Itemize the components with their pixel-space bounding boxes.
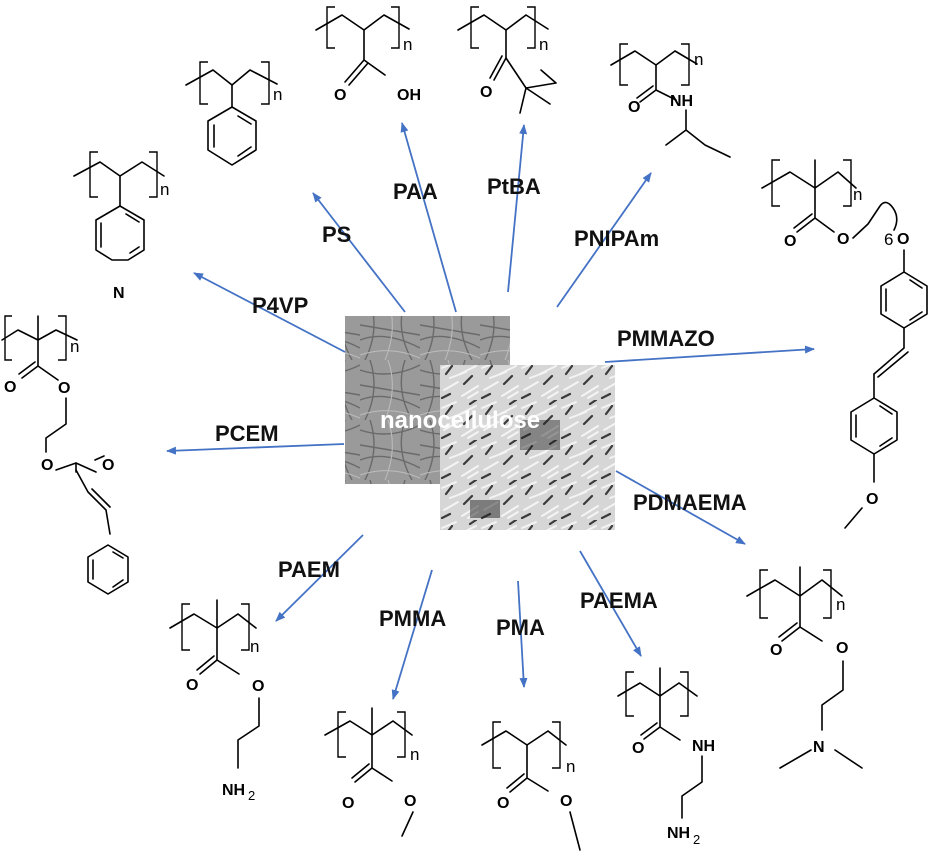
label-ptba: PtBA bbox=[487, 174, 541, 199]
svg-text:O: O bbox=[497, 795, 509, 812]
label-ps: PS bbox=[322, 222, 351, 247]
svg-text:O: O bbox=[480, 84, 492, 101]
svg-text:O: O bbox=[58, 380, 70, 397]
arrow-ps bbox=[312, 192, 406, 313]
svg-text:O: O bbox=[252, 678, 264, 695]
svg-text:O: O bbox=[4, 379, 16, 396]
label-pcem: PCEM bbox=[215, 421, 279, 446]
arrow-pcem bbox=[166, 443, 345, 455]
svg-text:n: n bbox=[694, 50, 703, 69]
label-paema: PAEMA bbox=[580, 588, 658, 613]
svg-text:2: 2 bbox=[693, 832, 700, 847]
structure-pcem: n O O O O bbox=[1, 315, 129, 595]
svg-text:O: O bbox=[632, 740, 644, 757]
svg-text:2: 2 bbox=[248, 788, 255, 803]
svg-text:O: O bbox=[342, 795, 354, 812]
arrow-pmmazo bbox=[604, 345, 815, 363]
arrow-pdmaema bbox=[615, 470, 746, 545]
svg-text:OH: OH bbox=[397, 87, 421, 104]
svg-text:O: O bbox=[770, 642, 782, 659]
svg-text:n: n bbox=[853, 185, 862, 204]
svg-text:n: n bbox=[566, 757, 575, 776]
center-micrographs: nanocellulose bbox=[345, 316, 615, 530]
svg-text:n: n bbox=[273, 85, 282, 104]
svg-text:O: O bbox=[836, 640, 848, 657]
svg-text:NH: NH bbox=[670, 93, 693, 110]
structure-paema: O NH NH 2 bbox=[617, 667, 715, 847]
svg-text:O: O bbox=[784, 233, 796, 250]
svg-text:O: O bbox=[334, 87, 346, 104]
svg-text:N: N bbox=[113, 285, 125, 302]
svg-text:n: n bbox=[70, 337, 79, 356]
svg-text:O: O bbox=[404, 793, 416, 810]
structure-ptba: n O bbox=[457, 6, 557, 114]
svg-text:n: n bbox=[160, 180, 169, 199]
label-pma: PMA bbox=[496, 615, 545, 640]
structure-pma: n O O bbox=[481, 721, 581, 851]
label-pdmaema: PDMAEMA bbox=[633, 490, 747, 515]
svg-text:O: O bbox=[186, 677, 198, 694]
structure-pmmazo: n O O 6 O O bbox=[761, 159, 928, 529]
arrow-paa bbox=[400, 122, 457, 313]
arrow-pnipam bbox=[556, 172, 652, 308]
label-paem: PAEM bbox=[278, 557, 340, 582]
structure-pnipam: n O NH bbox=[610, 43, 731, 158]
svg-text:n: n bbox=[836, 595, 845, 614]
nanocrystal-micrograph bbox=[440, 365, 615, 530]
arrow-paem bbox=[275, 534, 364, 622]
arrow-ptba bbox=[507, 124, 528, 293]
svg-text:O: O bbox=[897, 231, 909, 248]
arrow-paema bbox=[579, 550, 642, 657]
arrows bbox=[166, 122, 815, 700]
svg-text:NH: NH bbox=[692, 738, 715, 755]
label-p4vp: P4VP bbox=[252, 293, 308, 318]
svg-text:NH: NH bbox=[667, 825, 690, 842]
arrow-pmma bbox=[391, 569, 433, 700]
svg-text:n: n bbox=[539, 35, 548, 54]
svg-text:N: N bbox=[813, 739, 825, 756]
label-paa: PAA bbox=[393, 179, 438, 204]
polymer-labels: PS PAA PtBA PNIPAm PMMAZO PDMAEMA PAEMA … bbox=[215, 174, 747, 640]
arrow-pma bbox=[517, 580, 528, 688]
svg-text:n: n bbox=[250, 637, 259, 656]
svg-text:NH: NH bbox=[222, 782, 245, 799]
structure-ps: n bbox=[185, 61, 282, 166]
svg-text:6: 6 bbox=[884, 230, 893, 249]
svg-text:n: n bbox=[403, 35, 412, 54]
structure-paa: n O OH bbox=[315, 6, 421, 104]
svg-text:n: n bbox=[410, 745, 419, 764]
structure-p4vp: n N bbox=[73, 151, 169, 302]
svg-text:O: O bbox=[102, 457, 114, 474]
label-pmma: PMMA bbox=[379, 606, 446, 631]
arrow-p4vp bbox=[193, 272, 346, 353]
svg-text:O: O bbox=[866, 491, 878, 508]
svg-text:O: O bbox=[628, 99, 640, 116]
structure-paem: n O O NH 2 bbox=[169, 599, 264, 803]
center-label: nanocellulose bbox=[380, 407, 540, 434]
svg-text:O: O bbox=[41, 457, 53, 474]
svg-text:O: O bbox=[560, 793, 572, 810]
label-pmmazo: PMMAZO bbox=[617, 326, 715, 351]
svg-text:O: O bbox=[837, 231, 849, 248]
label-pnipam: PNIPAm bbox=[574, 226, 659, 251]
structure-pdmaema: n O O N bbox=[746, 566, 863, 769]
structure-pmma: n O O bbox=[324, 707, 419, 837]
